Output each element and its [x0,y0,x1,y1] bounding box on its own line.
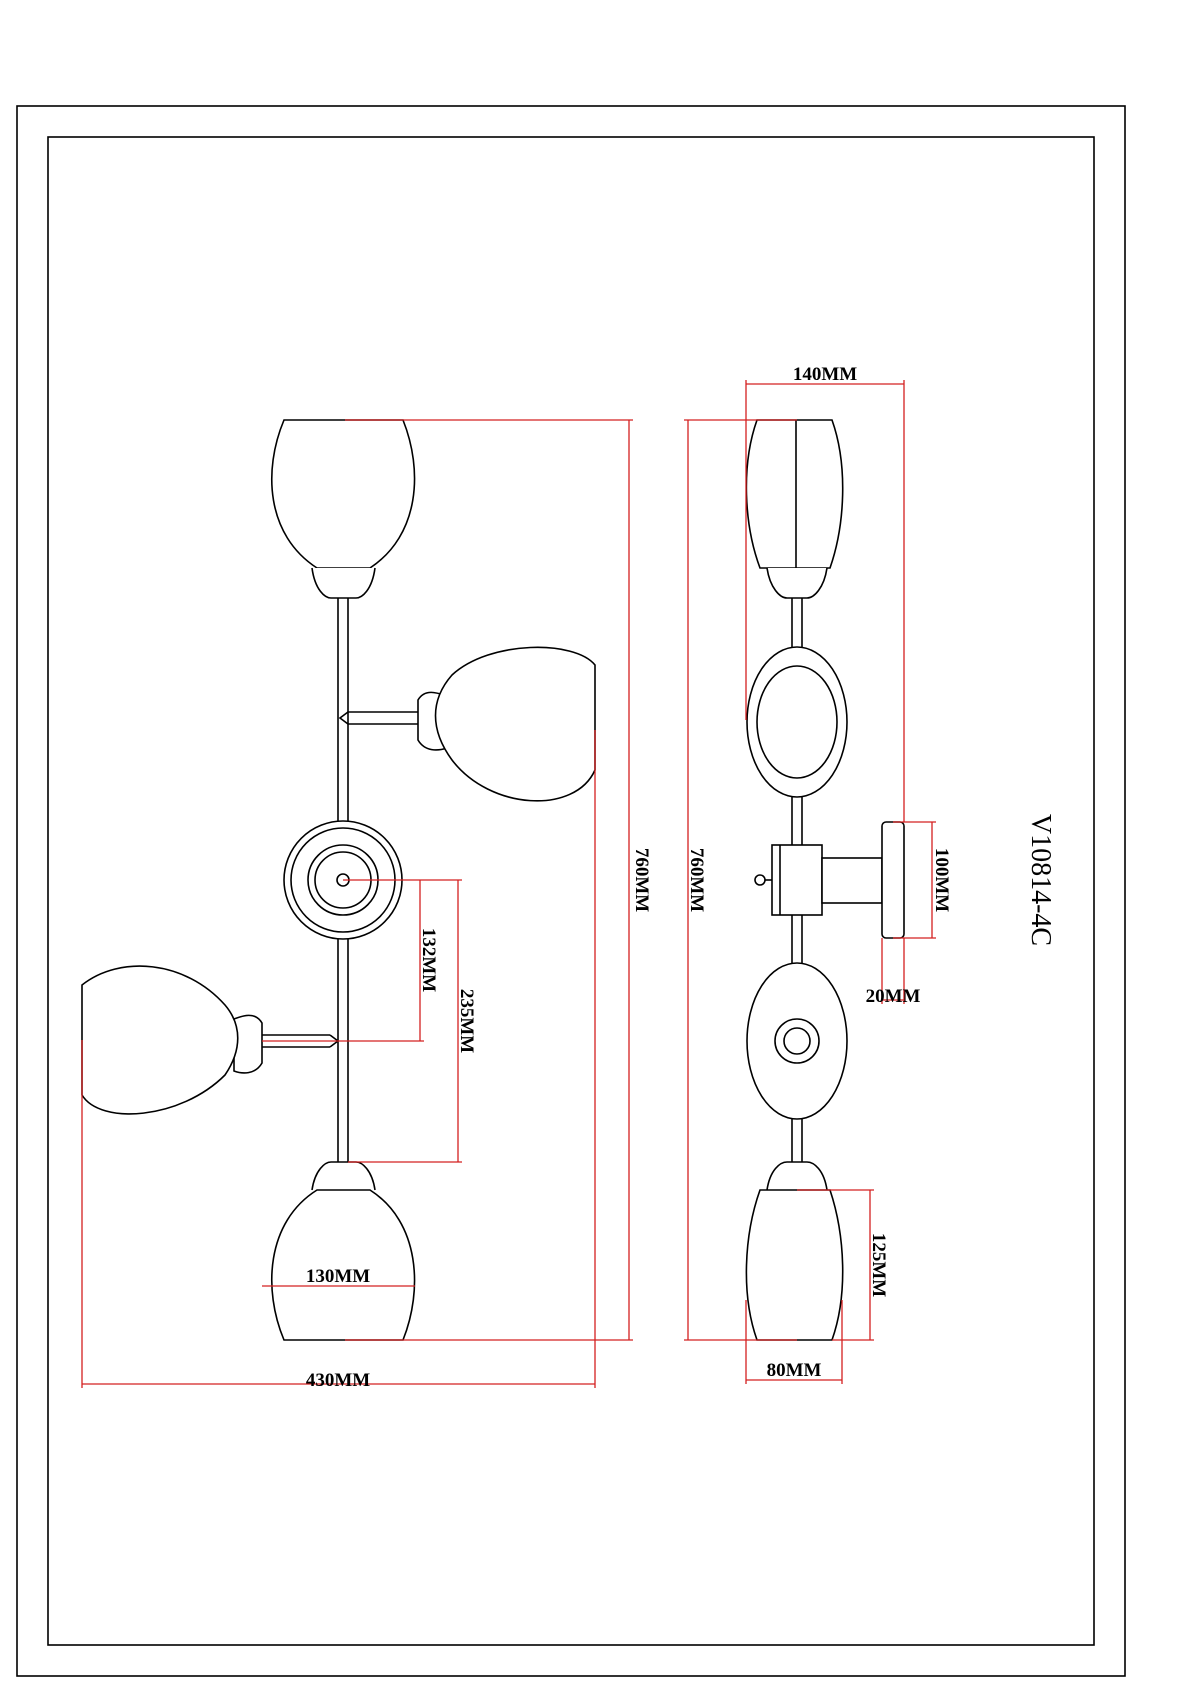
front-dimensions: 760MM 430MM 130MM 132MM 235MM [81,419,652,1391]
dim-430-label: 430MM [306,1370,370,1391]
lower-left-shade [81,965,239,1115]
dim-20-label: 20MM [866,986,921,1007]
side-dimensions: 760MM 140MM 100MM 20MM 125MM 80MM [684,364,952,1384]
side-top-shade [745,419,844,569]
side-lower-arm-holder-inner [783,1027,811,1055]
dim-132-label: 132MM [418,928,439,992]
top-shade [270,419,416,569]
side-upper-arm-oval [746,646,848,798]
side-view [745,419,905,1341]
side-mount-arm [821,857,883,904]
dim-130-label: 130MM [306,1266,370,1287]
model-title: V10814-4C [1025,814,1056,946]
inner-frame [47,136,1095,1646]
side-backplate [881,821,905,939]
side-top-holder [766,567,828,599]
upper-right-shade [434,646,596,802]
dim-760-side-label: 760MM [686,848,707,912]
front-view [81,419,596,1341]
dim-235-label: 235MM [456,989,477,1053]
lower-arm-holder [233,1014,263,1074]
side-upper-arm-oval-inner [756,665,838,779]
dim-140-label: 140MM [793,364,857,385]
side-lower-arm-holder [774,1018,820,1064]
side-bottom-shade [745,1189,844,1341]
dim-125-label: 125MM [868,1233,889,1297]
top-holder [311,567,376,599]
upper-arm-joint [338,711,349,725]
side-mount-screw [754,874,766,886]
dim-760-front-label: 760MM [631,848,652,912]
dim-80-label: 80MM [767,1360,822,1381]
bottom-shade [270,1189,416,1341]
outer-frame [16,105,1126,1677]
side-bottom-holder [766,1161,828,1191]
dim-100-label: 100MM [931,848,952,912]
bottom-holder [311,1161,376,1191]
